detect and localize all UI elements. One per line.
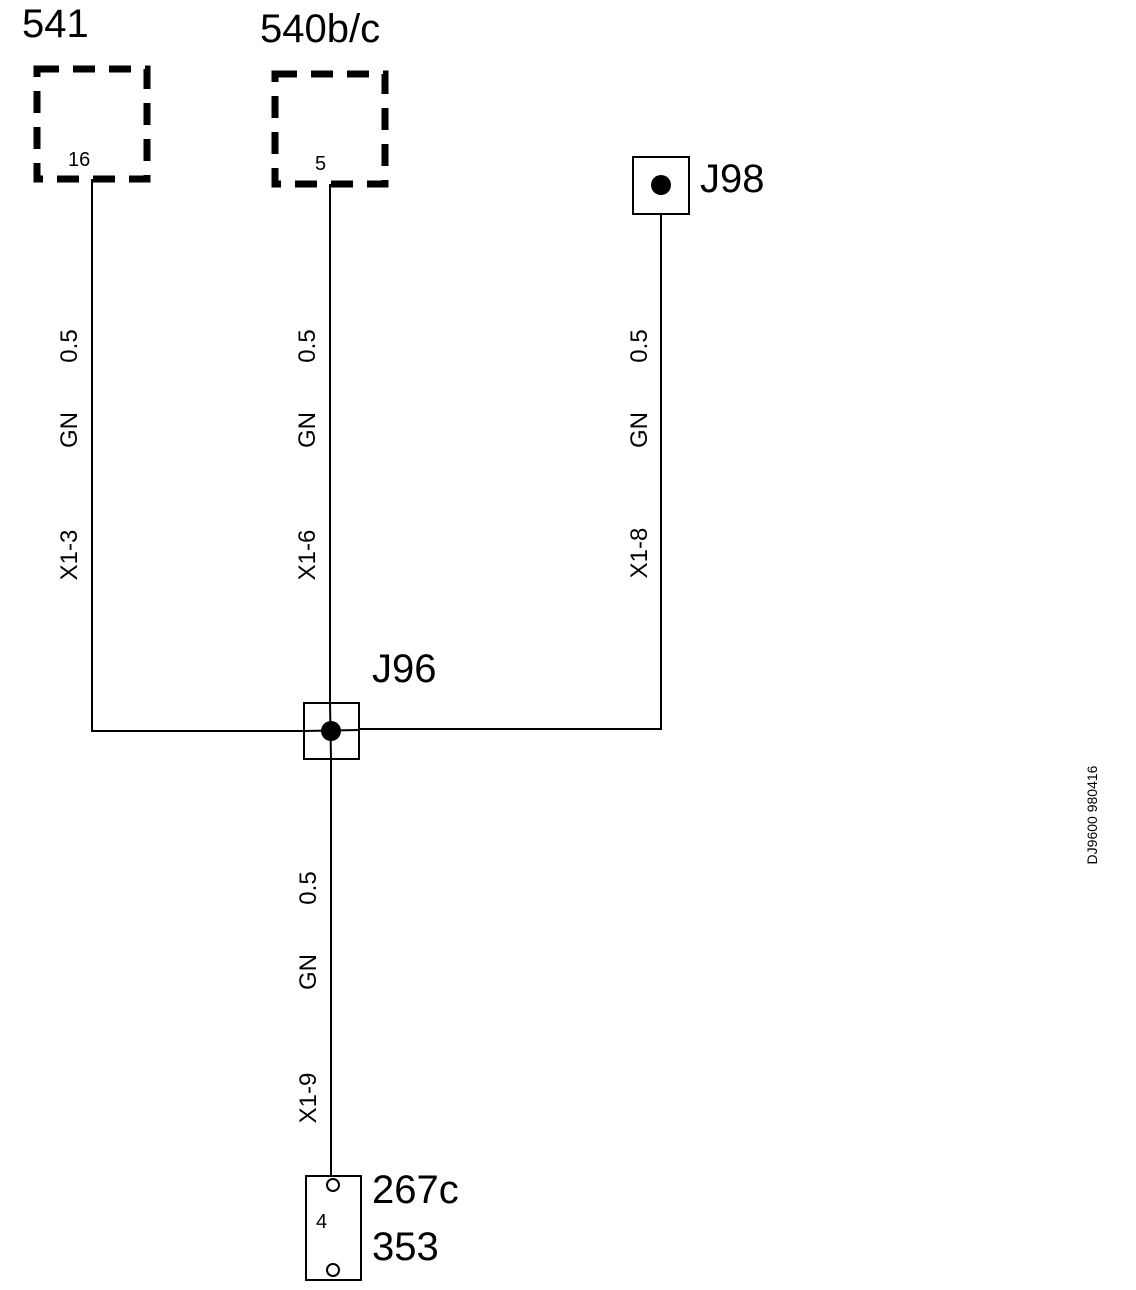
component-540bc-label: 540b/c xyxy=(260,7,380,51)
wire-540bc-labels: 0.5 GN X1-6 xyxy=(294,329,321,580)
component-540bc-pin: 5 xyxy=(315,153,326,175)
connector-pin-bottom xyxy=(326,1263,340,1277)
wire-connector-labels: 0.5 GN X1-9 xyxy=(295,871,322,1123)
wire-j98-to-j96 xyxy=(359,214,662,730)
wire-j98-color: GN xyxy=(626,412,653,448)
junction-j96-label: J96 xyxy=(372,647,437,691)
connector-pin-number: 4 xyxy=(316,1211,327,1233)
wire-541-terminal: X1-3 xyxy=(56,530,83,581)
component-540bc-box xyxy=(271,70,389,188)
wire-connector-size: 0.5 xyxy=(295,871,322,904)
wire-j98-size: 0.5 xyxy=(626,329,653,362)
wire-541-to-j96 xyxy=(91,179,304,732)
wire-541-labels: 0.5 GN X1-3 xyxy=(56,329,83,580)
wire-540bc-terminal: X1-6 xyxy=(294,530,321,581)
wire-j98-labels: 0.5 GN X1-8 xyxy=(626,329,653,578)
junction-j98-label: J98 xyxy=(700,157,765,201)
junction-j96-dot xyxy=(321,721,341,741)
wire-541-color: GN xyxy=(56,412,83,448)
wire-connector-color: GN xyxy=(295,954,322,990)
wire-540bc-color: GN xyxy=(294,412,321,448)
wire-connector-terminal: X1-9 xyxy=(295,1073,322,1124)
wire-541-size: 0.5 xyxy=(56,329,83,362)
wire-j98-terminal: X1-8 xyxy=(626,528,653,579)
junction-j98-dot xyxy=(651,175,671,195)
connector-pin-top xyxy=(326,1178,340,1192)
connector-label-267c: 267c xyxy=(372,1168,459,1212)
component-541-label: 541 xyxy=(22,2,89,46)
drawing-id: DJ9600 980416 xyxy=(1084,765,1100,864)
wire-540bc-size: 0.5 xyxy=(294,329,321,362)
connector-label-353: 353 xyxy=(372,1225,439,1269)
connector-267c-box xyxy=(305,1175,362,1281)
component-541-pin: 16 xyxy=(68,149,90,171)
component-541-box xyxy=(33,65,151,183)
